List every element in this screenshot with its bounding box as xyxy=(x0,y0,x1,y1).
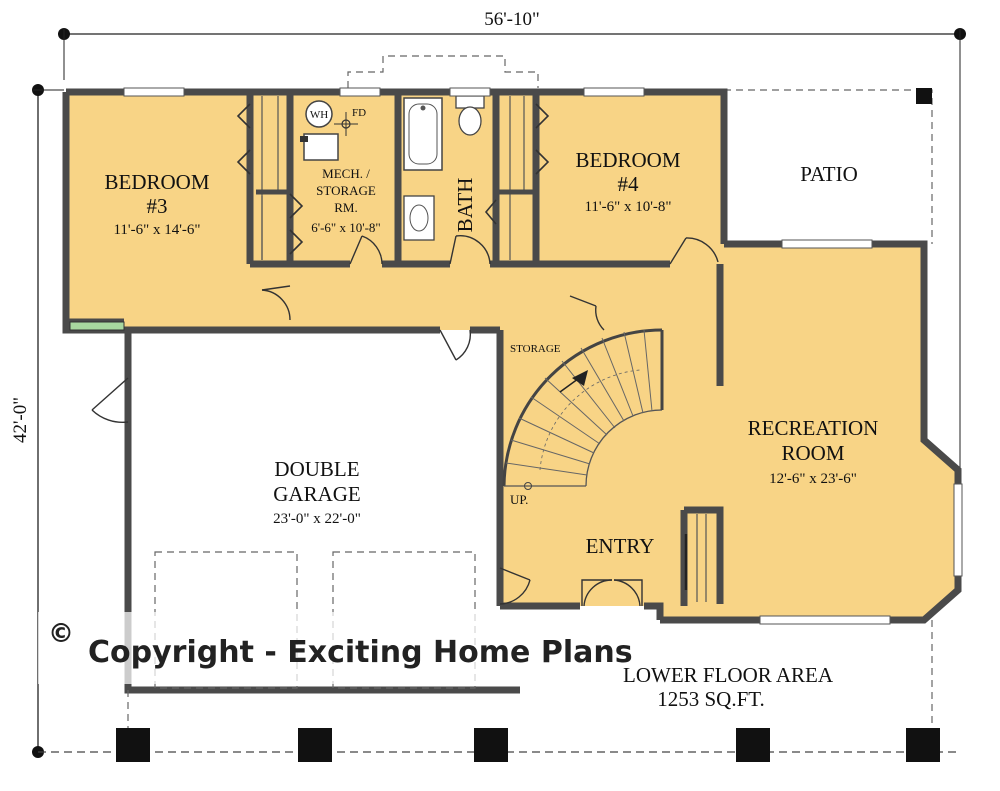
bedroom3-name-line2: #3 xyxy=(147,194,168,218)
bedroom4-name-line2: #4 xyxy=(618,172,640,196)
floor-area-label: LOWER FLOOR AREA xyxy=(623,663,834,687)
bath-fixtures xyxy=(403,95,485,241)
dimension-lines xyxy=(32,28,966,758)
stair-up-label: UP. xyxy=(510,492,528,507)
doors xyxy=(91,235,719,607)
patio-outline xyxy=(724,88,933,244)
garage-size: 23'-0" x 22'-0" xyxy=(273,511,361,527)
mech-name-line1: MECH. / xyxy=(322,166,370,181)
interior-walls xyxy=(66,92,724,606)
curved-stair xyxy=(502,328,664,490)
closets xyxy=(256,96,536,260)
bay-outline xyxy=(347,55,539,88)
overall-depth-label: 42'-0" xyxy=(10,397,31,443)
garage-name-line2: GARAGE xyxy=(273,482,361,506)
closet-bifold-doors xyxy=(236,103,550,255)
recreation-size: 12'-6" x 23'-6" xyxy=(769,471,857,487)
floor-drain-label: FD xyxy=(352,107,366,119)
mech-name-line3: RM. xyxy=(334,200,357,215)
copyright-backdrop xyxy=(38,612,600,684)
recreation-name-line1: RECREATION xyxy=(748,416,879,440)
mech-name-line2: STORAGE xyxy=(316,183,376,198)
bedroom4-label-group: BEDROOM #4 11'-6" x 10'-8" xyxy=(575,148,680,215)
bedroom4-name-line1: BEDROOM xyxy=(575,148,680,172)
mech-label-group: MECH. / STORAGE RM. 6'-6" x 10'-8" xyxy=(311,166,380,235)
copyright-symbol: © xyxy=(48,619,74,649)
storage-label: STORAGE xyxy=(510,343,561,355)
copyright-text: Copyright - Exciting Home Plans xyxy=(88,635,633,670)
garage-label-group: DOUBLE GARAGE 23'-0" x 22'-0" xyxy=(273,457,361,527)
bedroom3-name-line1: BEDROOM xyxy=(104,170,209,194)
porch-columns xyxy=(38,620,960,762)
bedroom3-label-group: BEDROOM #3 11'-6" x 14'-6" xyxy=(104,170,209,238)
bath-label: BATH xyxy=(453,178,477,233)
recreation-name-line2: ROOM xyxy=(781,441,844,465)
mech-size: 6'-6" x 10'-8" xyxy=(311,220,380,235)
water-heater-label: WH xyxy=(310,109,328,121)
entry-closet xyxy=(684,514,707,602)
garage-name-line1: DOUBLE xyxy=(274,457,359,481)
mech-fixtures xyxy=(300,100,358,161)
bedroom4-size: 11'-6" x 10'-8" xyxy=(584,199,671,215)
patio-label: PATIO xyxy=(800,162,858,186)
entry-label: ENTRY xyxy=(586,534,655,558)
overall-width-label: 56'-10" xyxy=(484,9,540,30)
recreation-label-group: RECREATION ROOM 12'-6" x 23'-6" xyxy=(748,416,879,487)
bedroom3-size: 11'-6" x 14'-6" xyxy=(113,222,200,238)
floor-area-value: 1253 SQ.FT. xyxy=(657,687,765,711)
windows xyxy=(69,87,963,625)
